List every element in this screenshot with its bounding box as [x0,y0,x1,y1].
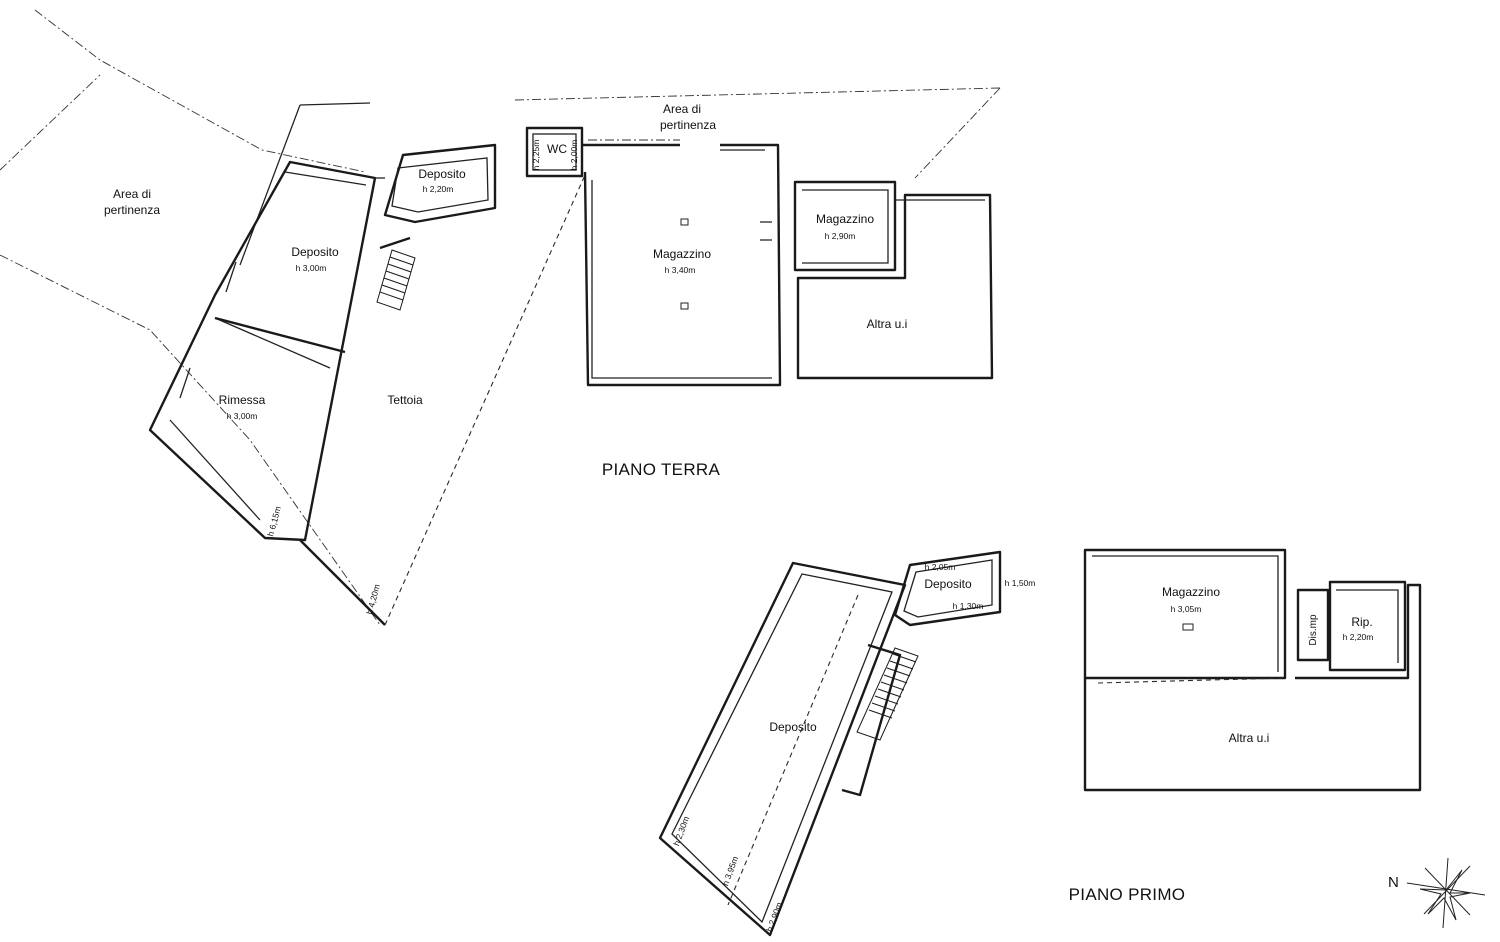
tettoia-label: Tettoia [387,393,423,407]
rip-height: h 2,20m [1343,632,1374,642]
altra-ui-ground-room [796,193,994,380]
deposito-small-first-label: Deposito [924,577,972,591]
magazzino-main-height: h 3,40m [665,265,696,275]
area-top-line1: Area di [663,102,701,116]
tettoia-height-corner: h 4,20m [364,583,382,615]
top-boundary-lines [514,87,1001,179]
deposito-rimessa-block [148,160,377,542]
magazzino-first-label: Magazzino [1162,585,1220,599]
magazzino-first-room [1083,548,1287,684]
deposito-small-room [383,143,497,224]
altra-ui-first-room [1083,583,1422,792]
first-floor-plan [658,548,1422,937]
magazzino-main-label: Magazzino [653,247,711,261]
rimessa-height: h 3,00m [227,411,258,421]
deposito-long-room [658,561,907,937]
magazzino-first-height: h 3,05m [1171,604,1202,614]
left-boundary-lines [0,9,381,626]
altra-ui-ground-label: Altra u.i [867,317,908,331]
tettoia-height-low: h 6,15m [265,505,283,537]
staircase-first [856,647,919,741]
deposito-first-height-c: h 2,90m [764,901,784,933]
deposito-label: Deposito [291,245,339,259]
altra-ui-first-label: Altra u.i [1229,731,1270,745]
deposito-small-first-height-right: h 1,50m [1005,578,1036,588]
deposito-small-first-height-top: h 2,05m [925,562,956,572]
rip-label: Rip. [1351,615,1372,629]
labels: Area di pertinenza Area di pertinenza De… [104,102,1373,933]
deposito-small-first-room [893,550,1002,627]
ground-floor-plan [0,9,1001,626]
rip-room [1328,580,1407,672]
dis-mp-room [1296,588,1330,662]
area-left-line1: Area di [113,187,151,201]
deposito-first-height-b: h 3,95m [720,855,740,887]
level-title-first: PIANO PRIMO [1069,885,1186,904]
deposito-height: h 3,00m [296,263,327,273]
deposito-first-label: Deposito [769,720,817,734]
compass-rose-icon: N [1388,857,1486,929]
deposito-small-label: Deposito [418,167,466,181]
area-left-line2: pertinenza [104,203,160,217]
dis-mp-label: Dis.mp [1308,614,1319,646]
magazzino-small-label: Magazzino [816,212,874,226]
magazzino-small-height: h 2,90m [825,231,856,241]
wc-height-left: h 2,25m [531,140,541,171]
wc-room [525,126,584,178]
deposito-small-height: h 2,20m [423,184,454,194]
tettoia-area [299,174,586,626]
rimessa-label: Rimessa [219,393,266,407]
deposito-small-first-height-bottom: h 1,30m [953,601,984,611]
wc-label: WC [547,142,567,156]
magazzino-main-room [582,143,782,387]
staircase-ground [376,249,416,311]
north-label: N [1388,874,1399,891]
magazzino-small-room [760,180,897,272]
wc-height-right: h 2,00m [569,140,579,171]
level-title-ground: PIANO TERRA [602,460,721,479]
area-top-line2: pertinenza [660,118,716,132]
